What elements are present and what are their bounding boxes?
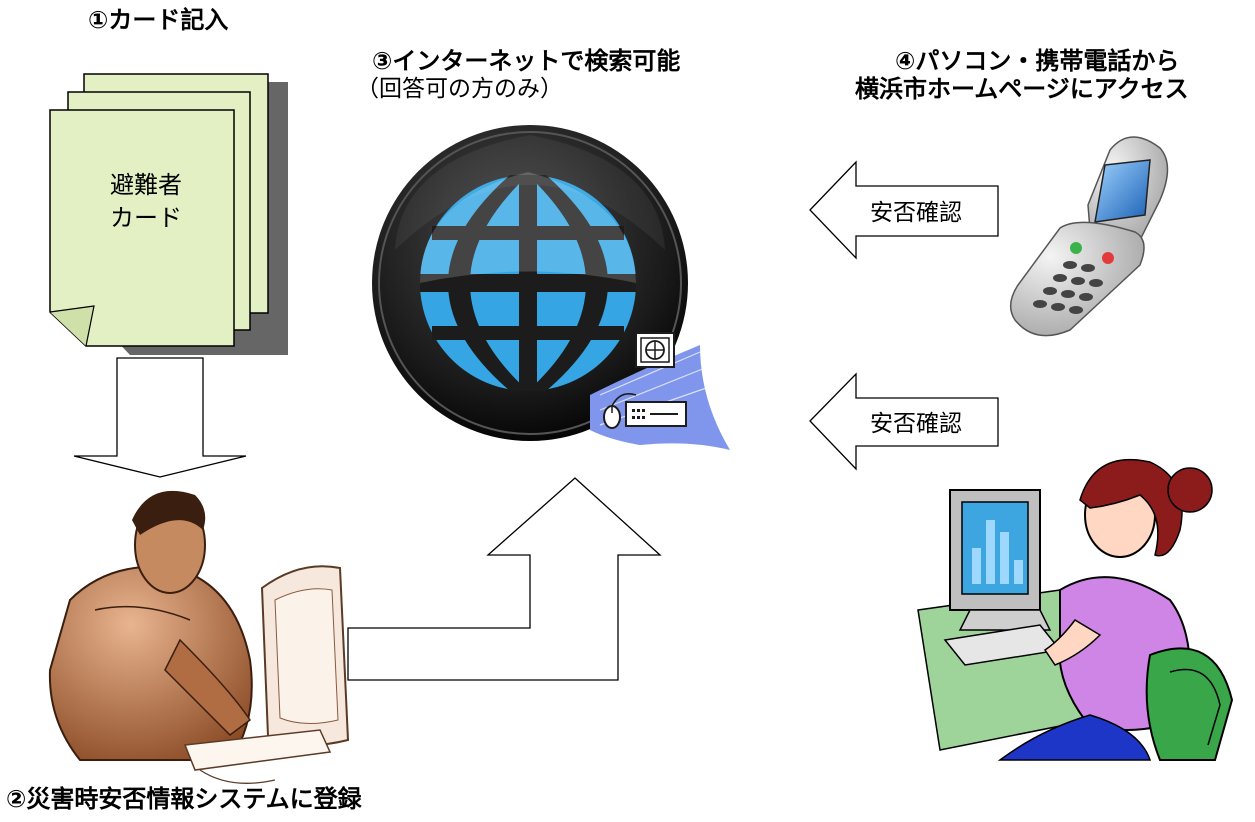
operator-clipart [48,490,350,784]
globe-internet-icon [372,125,688,441]
card-front [49,109,235,347]
down-arrow [73,357,247,478]
up-right-arrow [347,477,662,681]
card-text-line1: 避難者 [110,171,182,199]
phone-check-arrow: 安否確認 [809,160,999,260]
step3-note: （回答可の方のみ） [356,76,563,102]
evacuee-card-stack: 避難者 カード [49,73,288,355]
step4-line2: 横浜市ホームページにアクセス [855,75,1189,103]
pc-check-arrow: 安否確認 [809,372,999,471]
step3-title: ③インターネットで検索可能 [372,47,681,75]
woman-at-pc-clipart [917,458,1234,761]
step1-label: ①カード記入 [88,6,229,34]
pc-arrow-label: 安否確認 [870,411,962,437]
mobile-phone-icon [1009,136,1169,337]
step4-line1: ④パソコン・携帯電話から [895,47,1180,75]
network-computer-icon [590,332,730,450]
card-text-line2: カード [110,204,182,232]
phone-arrow-label: 安否確認 [870,200,962,226]
step2-label: ②災害時安否情報システムに登録 [6,785,362,813]
card-fold [49,305,95,347]
